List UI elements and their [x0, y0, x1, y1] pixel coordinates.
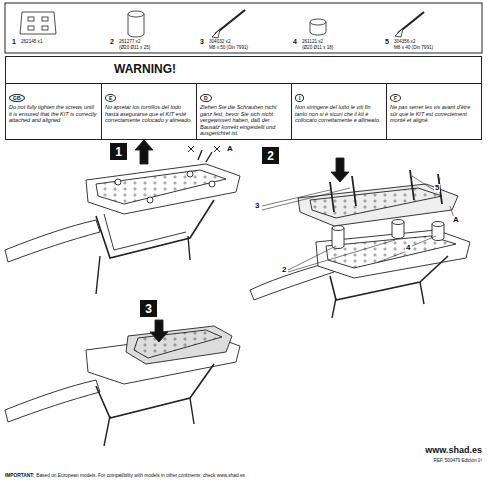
step3-rack [134, 330, 222, 358]
footer-note: IMPORTANT: [5, 474, 34, 479]
step-badge: 1 [110, 143, 127, 160]
step2-rack [331, 158, 349, 182]
part-label: 4 [293, 38, 297, 45]
callout-letter: 4 [405, 244, 411, 252]
step3-rack [5, 380, 100, 422]
step2-rack [392, 220, 404, 225]
warning-text: Ziehen Sie die Schrauben nicht ganz fest… [200, 104, 288, 137]
step1-rack [104, 214, 186, 250]
step1-rack [187, 171, 193, 177]
language-code: I [295, 94, 304, 102]
part-label: 1 [12, 38, 16, 45]
language-code: GB [9, 94, 25, 102]
step2-rack [332, 228, 344, 249]
part-icons [128, 11, 144, 17]
step2-rack [330, 170, 442, 212]
step3-rack [150, 320, 168, 342]
part-label: (Ø20 Ø11 x 18) [302, 46, 333, 51]
step3-rack [96, 364, 214, 418]
part-icons [310, 19, 326, 25]
warning-text: Ne pas serrer les vis avant d'être sûr q… [390, 104, 478, 124]
step2-leaders [262, 176, 454, 272]
part-icons [212, 29, 220, 38]
language-code: D [200, 94, 212, 102]
part-icons [395, 28, 403, 37]
step1-rack [188, 146, 220, 152]
parts-frame [5, 3, 482, 53]
part-label: (Ø20 Ø11 x 25) [119, 46, 150, 51]
step2-leaders [288, 240, 395, 272]
part-label: 3 [200, 38, 204, 45]
footer-note: REF. 500479 Edición 1ª [434, 459, 482, 464]
step2-leaders [378, 236, 436, 262]
footer-note: Based on European models. For compatibil… [36, 474, 245, 479]
step1-rack [115, 179, 121, 185]
part-icons [20, 10, 424, 38]
callout-letter: A [452, 216, 460, 224]
part-label: 2 [110, 38, 114, 45]
step1-rack [5, 220, 100, 262]
step1-rack [209, 181, 215, 187]
part-label: 262145 x1 [21, 40, 42, 45]
part-label: 5 [385, 38, 389, 45]
callout-letter: 5 [434, 184, 440, 192]
warning-heading: WARNING! [114, 62, 176, 76]
warning-box: WARNING! GB Do not fully tighten the screw… [5, 56, 482, 140]
part-icons [42, 17, 48, 21]
part-label: 304032 x2 [209, 40, 230, 45]
part-label: 261277 x2 [119, 40, 140, 45]
step1-rack [198, 150, 212, 162]
language-cell: GB Do not fully tighten the screws until … [6, 83, 101, 139]
step-badge: 3 [140, 300, 157, 317]
part-icons [128, 14, 144, 37]
part-icons [20, 12, 56, 34]
language-code: F [390, 94, 401, 102]
step2-rack [332, 282, 424, 318]
part-label: 304356 x2 [394, 40, 415, 45]
step3-rack [104, 398, 194, 446]
step2-leaders [412, 176, 440, 192]
language-cell: D Ziehen Sie die Schrauben nicht ganz fes… [196, 83, 291, 139]
step1-rack [96, 170, 226, 204]
language-code: E [105, 94, 116, 102]
footer-note: www.shad.es [425, 446, 482, 455]
step2-leaders [262, 188, 350, 210]
step-number: 1 [115, 145, 122, 159]
step3-rack [5, 320, 240, 446]
step3-rack [126, 326, 232, 364]
step1-rack [5, 140, 240, 294]
step1-rack [96, 236, 190, 294]
step1-rack [147, 197, 153, 203]
step2-rack [310, 188, 442, 218]
step2-rack [250, 158, 470, 318]
step1-rack [135, 140, 153, 164]
callout-letter: 3 [254, 202, 260, 210]
warning-text: Non stringere del tutto le viti fin tant… [295, 104, 383, 124]
step2-rack [432, 222, 444, 227]
step-number: 3 [145, 302, 152, 316]
part-icons [28, 26, 34, 30]
part-icons [42, 26, 48, 30]
language-cell: I Non stringere del tutto le viti fin tan… [291, 83, 386, 139]
step-badge: 2 [262, 147, 279, 164]
callout-letter: 2 [281, 266, 287, 274]
part-label: M8 x 40 (Din 7991) [394, 46, 433, 51]
step2-rack [298, 184, 458, 226]
part-icons [28, 17, 34, 21]
parts-frame [5, 3, 482, 53]
warning-text: Do not fully tighten the screws until it… [9, 104, 98, 124]
language-cell: E No apretar los tornillos del todo hasta… [101, 83, 196, 139]
step1-rack [86, 164, 240, 214]
warning-text: No apretar los tornillos del todo hasta … [105, 104, 193, 124]
callout-letter: A [226, 145, 234, 153]
step-number: 2 [267, 149, 274, 163]
part-label: M8 x 50 (Din 7991) [209, 46, 248, 51]
step2-rack [330, 256, 448, 300]
part-label: 261121 x2 [302, 40, 323, 45]
language-cell: F Ne pas serrer les vis avant d'être sûr … [386, 83, 481, 139]
